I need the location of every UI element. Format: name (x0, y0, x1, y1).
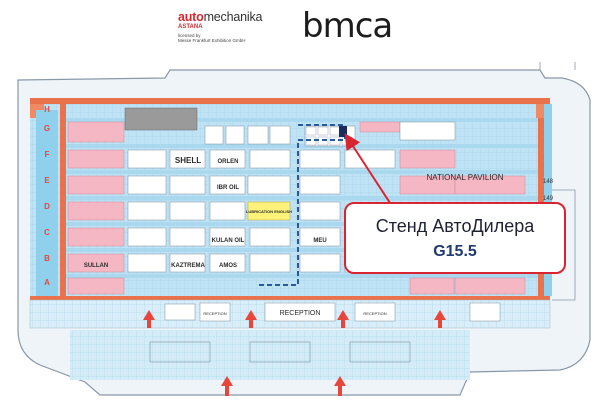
floor-plan: H G F E D C B A 148 149 (17, 62, 591, 396)
row-letter-e: E (44, 176, 50, 185)
row-letter-a: A (44, 278, 50, 287)
arrow-up-icon (221, 376, 233, 396)
arrow-up-icon (337, 310, 349, 328)
row-letter-h: H (44, 105, 50, 114)
arrow-up-icon (143, 310, 155, 328)
arrow-up-icon (434, 310, 446, 328)
automechanika-logo: automechanika ASTANA licensed by Messe F… (178, 10, 262, 43)
header-logos: automechanika ASTANA licensed by Messe F… (0, 0, 600, 62)
callout-title: Стенд АвтоДилера (375, 216, 535, 236)
stand-callout: Стенд АвтоДилера G15.5 (344, 202, 566, 274)
reception-main: RECEPTION (280, 310, 321, 317)
callout-stand-code: G15.5 (433, 243, 477, 260)
stand-top-gray (124, 107, 198, 131)
svg-text:148: 148 (543, 179, 554, 185)
license-line-1: licensed by (178, 33, 201, 38)
row-letter-f: F (45, 150, 50, 159)
automechanika-license: licensed by Messe Frankfurt Exhibition G… (178, 33, 262, 43)
arrow-up-icon (334, 376, 346, 396)
highlighted-zone (256, 124, 346, 286)
stand-ibr-oil: IBR OIL (217, 185, 239, 191)
target-stand-marker (339, 126, 347, 137)
automechanika-city: ASTANA (178, 24, 203, 30)
stand-lubricants: LUBRICATION ENGLISH (246, 209, 292, 214)
stand-orlen: ORLEN (218, 159, 239, 165)
reception-left: RECEPTION (203, 311, 226, 316)
license-line-2: Messe Frankfurt Exhibition GmbH (178, 38, 246, 43)
reception-right: RECEPTION (363, 311, 386, 316)
stand-kaztrema: KAZTRЕМА (171, 263, 205, 269)
stand-national-pavilion: NATIONAL PAVILION (426, 173, 503, 182)
svg-text:149: 149 (543, 196, 554, 202)
entrance-arrows (143, 310, 446, 396)
row-letter-b: B (44, 254, 50, 263)
row-letter-d: D (44, 202, 50, 211)
automechanika-logo-part1: auto (178, 10, 204, 24)
stand-sullan: SULLAN (84, 263, 108, 269)
stand-meu: MEU (313, 238, 326, 244)
arrow-up-icon (245, 310, 257, 328)
stand-yellow (247, 201, 291, 221)
automechanika-logo-part2: mechanika (203, 10, 263, 24)
bmca-logo: bmca (302, 6, 393, 46)
stand-shell: SHELL (175, 156, 201, 165)
stand-amos: AMOS (219, 263, 237, 269)
row-letter-c: C (44, 228, 50, 237)
stand-kulan-oil: KULAN OIL (212, 238, 245, 244)
row-letter-g: G (44, 124, 50, 133)
callout-pointer (344, 133, 393, 207)
